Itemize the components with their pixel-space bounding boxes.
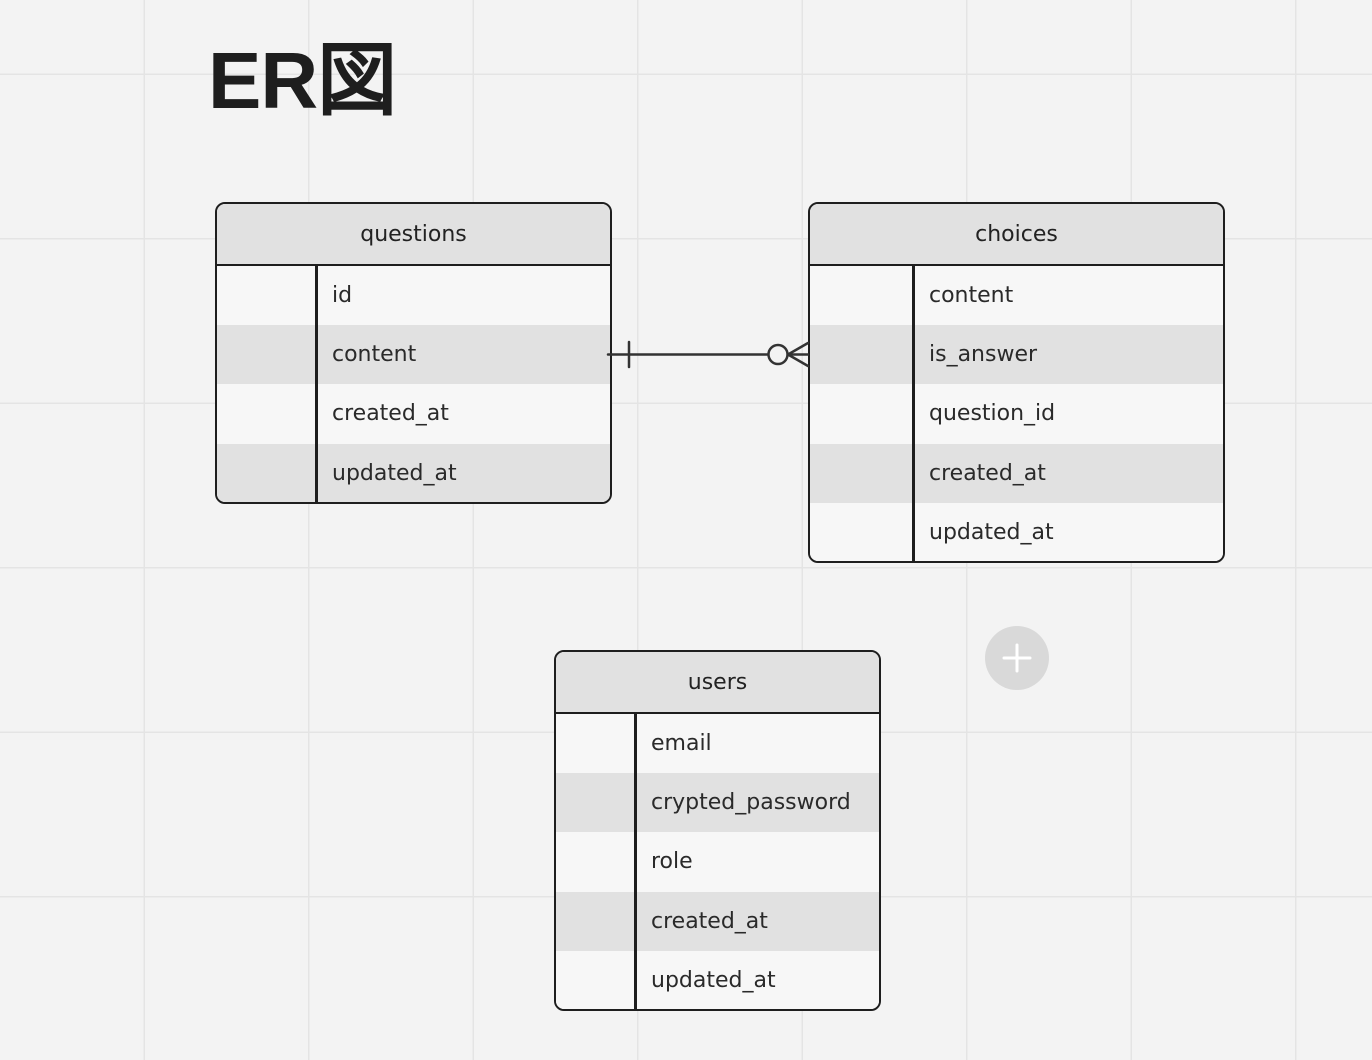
key-cell[interactable] [217, 266, 315, 325]
key-cell[interactable] [810, 503, 912, 561]
crows-foot-marker [786, 341, 810, 368]
entity-fields: email crypted_password role created_at u… [556, 714, 879, 1009]
field-name: question_id [929, 401, 1056, 427]
field-name: created_at [332, 401, 449, 427]
field-row[interactable]: created_at [217, 384, 610, 444]
entity-header[interactable]: questions [217, 204, 610, 266]
entity-header[interactable]: choices [810, 204, 1223, 266]
plus-icon [1002, 643, 1032, 673]
entity-users[interactable]: users email crypted_password role create… [554, 650, 881, 1011]
field-row[interactable]: content [810, 266, 1223, 326]
field-row[interactable]: created_at [810, 443, 1223, 503]
entity-choices[interactable]: choices content is_answer question_id cr… [808, 202, 1225, 563]
key-cell[interactable] [556, 714, 634, 773]
field-name: created_at [929, 460, 1046, 486]
field-row[interactable]: is_answer [810, 325, 1223, 385]
field-row[interactable]: created_at [556, 891, 879, 951]
relationship-line[interactable] [606, 340, 810, 369]
key-cell[interactable] [810, 266, 912, 325]
key-cell[interactable] [556, 951, 634, 1009]
field-row[interactable]: updated_at [556, 950, 879, 1009]
field-name: crypted_password [651, 790, 851, 816]
key-cell[interactable] [217, 384, 315, 443]
key-cell[interactable] [810, 325, 912, 384]
key-cell[interactable] [556, 832, 634, 891]
field-name: content [929, 283, 1014, 309]
field-name: id [332, 283, 353, 309]
key-cell[interactable] [556, 892, 634, 951]
key-cell[interactable] [810, 444, 912, 503]
field-name: created_at [651, 908, 768, 934]
field-row[interactable]: updated_at [810, 502, 1223, 561]
entity-fields: content is_answer question_id created_at… [810, 266, 1223, 561]
key-cell[interactable] [810, 384, 912, 443]
field-name: content [332, 342, 417, 368]
field-row[interactable]: question_id [810, 384, 1223, 444]
field-name: role [651, 849, 693, 875]
key-cell[interactable] [217, 325, 315, 384]
field-name: updated_at [332, 460, 457, 486]
field-name: email [651, 731, 712, 757]
entity-fields: id content created_at updated_at [217, 266, 610, 502]
zero-marker [767, 343, 789, 366]
field-row[interactable]: email [556, 714, 879, 774]
key-cell[interactable] [556, 773, 634, 832]
diagram-title[interactable]: ER図 [208, 36, 397, 125]
add-button[interactable] [985, 626, 1049, 690]
entity-questions[interactable]: questions id content created_at updated_… [215, 202, 612, 504]
entity-header[interactable]: users [556, 652, 879, 714]
key-cell[interactable] [217, 444, 315, 502]
field-name: is_answer [929, 342, 1038, 368]
field-row[interactable]: role [556, 832, 879, 892]
field-row[interactable]: content [217, 325, 610, 385]
field-name: updated_at [651, 967, 776, 993]
field-row[interactable]: updated_at [217, 443, 610, 502]
field-row[interactable]: id [217, 266, 610, 326]
field-row[interactable]: crypted_password [556, 773, 879, 833]
field-name: updated_at [929, 519, 1054, 545]
